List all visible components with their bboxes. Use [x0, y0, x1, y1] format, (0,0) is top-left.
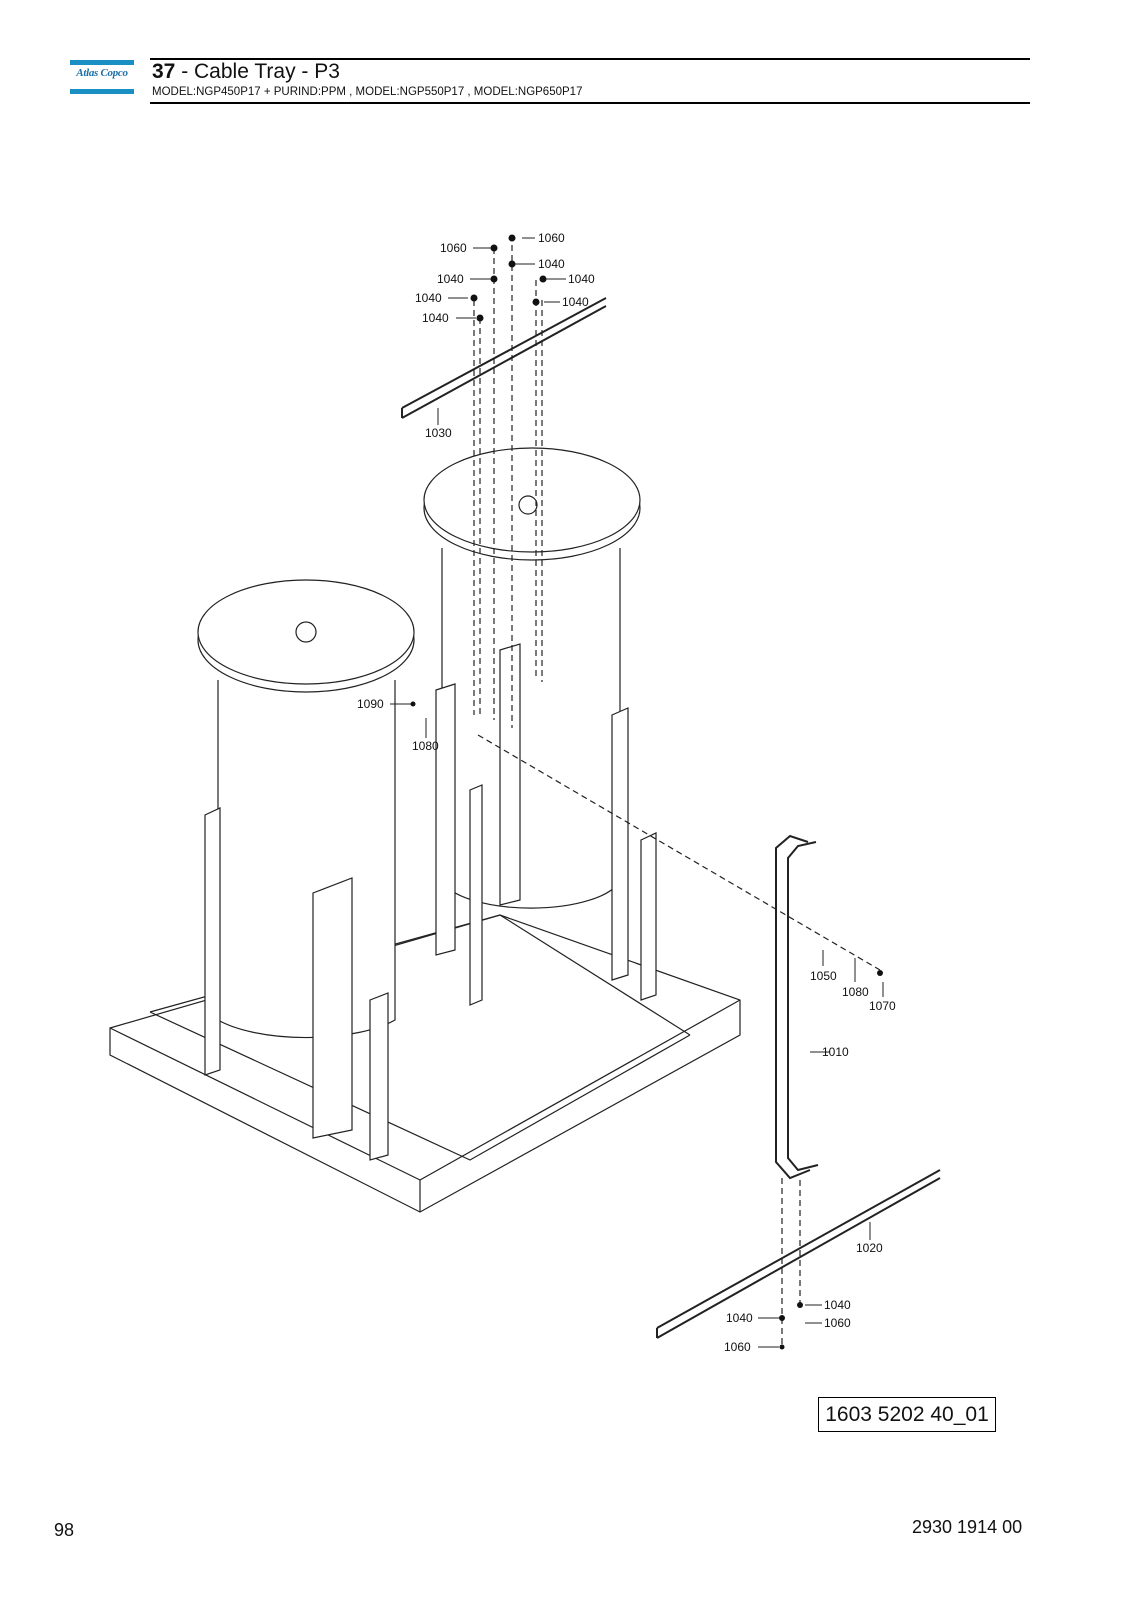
callout-1070: 1070 — [869, 999, 896, 1013]
section-number: 37 — [152, 60, 176, 83]
callout-1090: 1090 — [357, 697, 384, 711]
left-vessel — [197, 579, 415, 1039]
logo-stripe-bottom — [70, 89, 134, 94]
header-rule-bottom — [150, 102, 1030, 104]
callout-1040-f: 1040 — [422, 311, 449, 325]
callout-1010: 1010 — [822, 1045, 849, 1059]
section-title: - Cable Tray - P3 — [175, 60, 340, 83]
callout-1050: 1050 — [810, 969, 837, 983]
document-number: 2930 1914 00 — [912, 1517, 1023, 1537]
upper-cable-tray — [401, 297, 607, 419]
logo-wordmark: Atlas Copco — [76, 67, 128, 79]
logo-stripe-top — [70, 60, 134, 65]
callout-1060-lower-right: 1060 — [824, 1316, 851, 1330]
callout-1040-b: 1040 — [538, 257, 565, 271]
support-uprights — [204, 643, 657, 1161]
callout-leaders — [390, 237, 884, 1348]
callout-1040-lower-left: 1040 — [726, 1311, 753, 1325]
callout-1080-left: 1080 — [412, 739, 439, 753]
callout-1060-left: 1060 — [440, 241, 467, 255]
callout-1030: 1030 — [425, 426, 452, 440]
assembly-guide-lines — [473, 235, 881, 1345]
callout-1060-lower-left: 1060 — [724, 1340, 751, 1354]
callout-1020: 1020 — [856, 1241, 883, 1255]
callout-1040-lower-right: 1040 — [824, 1298, 851, 1312]
header-rule-top — [150, 58, 1030, 60]
page-number: 98 — [54, 1520, 75, 1540]
drawing-reference-box: 1603 5202 40_01 — [818, 1397, 996, 1432]
callout-1040-c: 1040 — [568, 272, 595, 286]
right-vessel — [423, 447, 641, 909]
page-title: 37 - Cable Tray - P3 — [152, 60, 340, 84]
fasteners — [410, 234, 883, 1350]
callout-1040-e: 1040 — [562, 295, 589, 309]
model-list: MODEL:NGP450P17 + PURIND:PPM , MODEL:NGP… — [152, 86, 583, 98]
callout-1060-top: 1060 — [538, 231, 565, 245]
callout-1040-d: 1040 — [415, 291, 442, 305]
callout-1080-right: 1080 — [842, 985, 869, 999]
lower-cable-tray — [656, 1169, 941, 1339]
atlas-copco-logo: Atlas Copco — [70, 60, 134, 94]
vertical-cable-tray — [775, 834, 819, 1180]
callout-1040-a: 1040 — [437, 272, 464, 286]
